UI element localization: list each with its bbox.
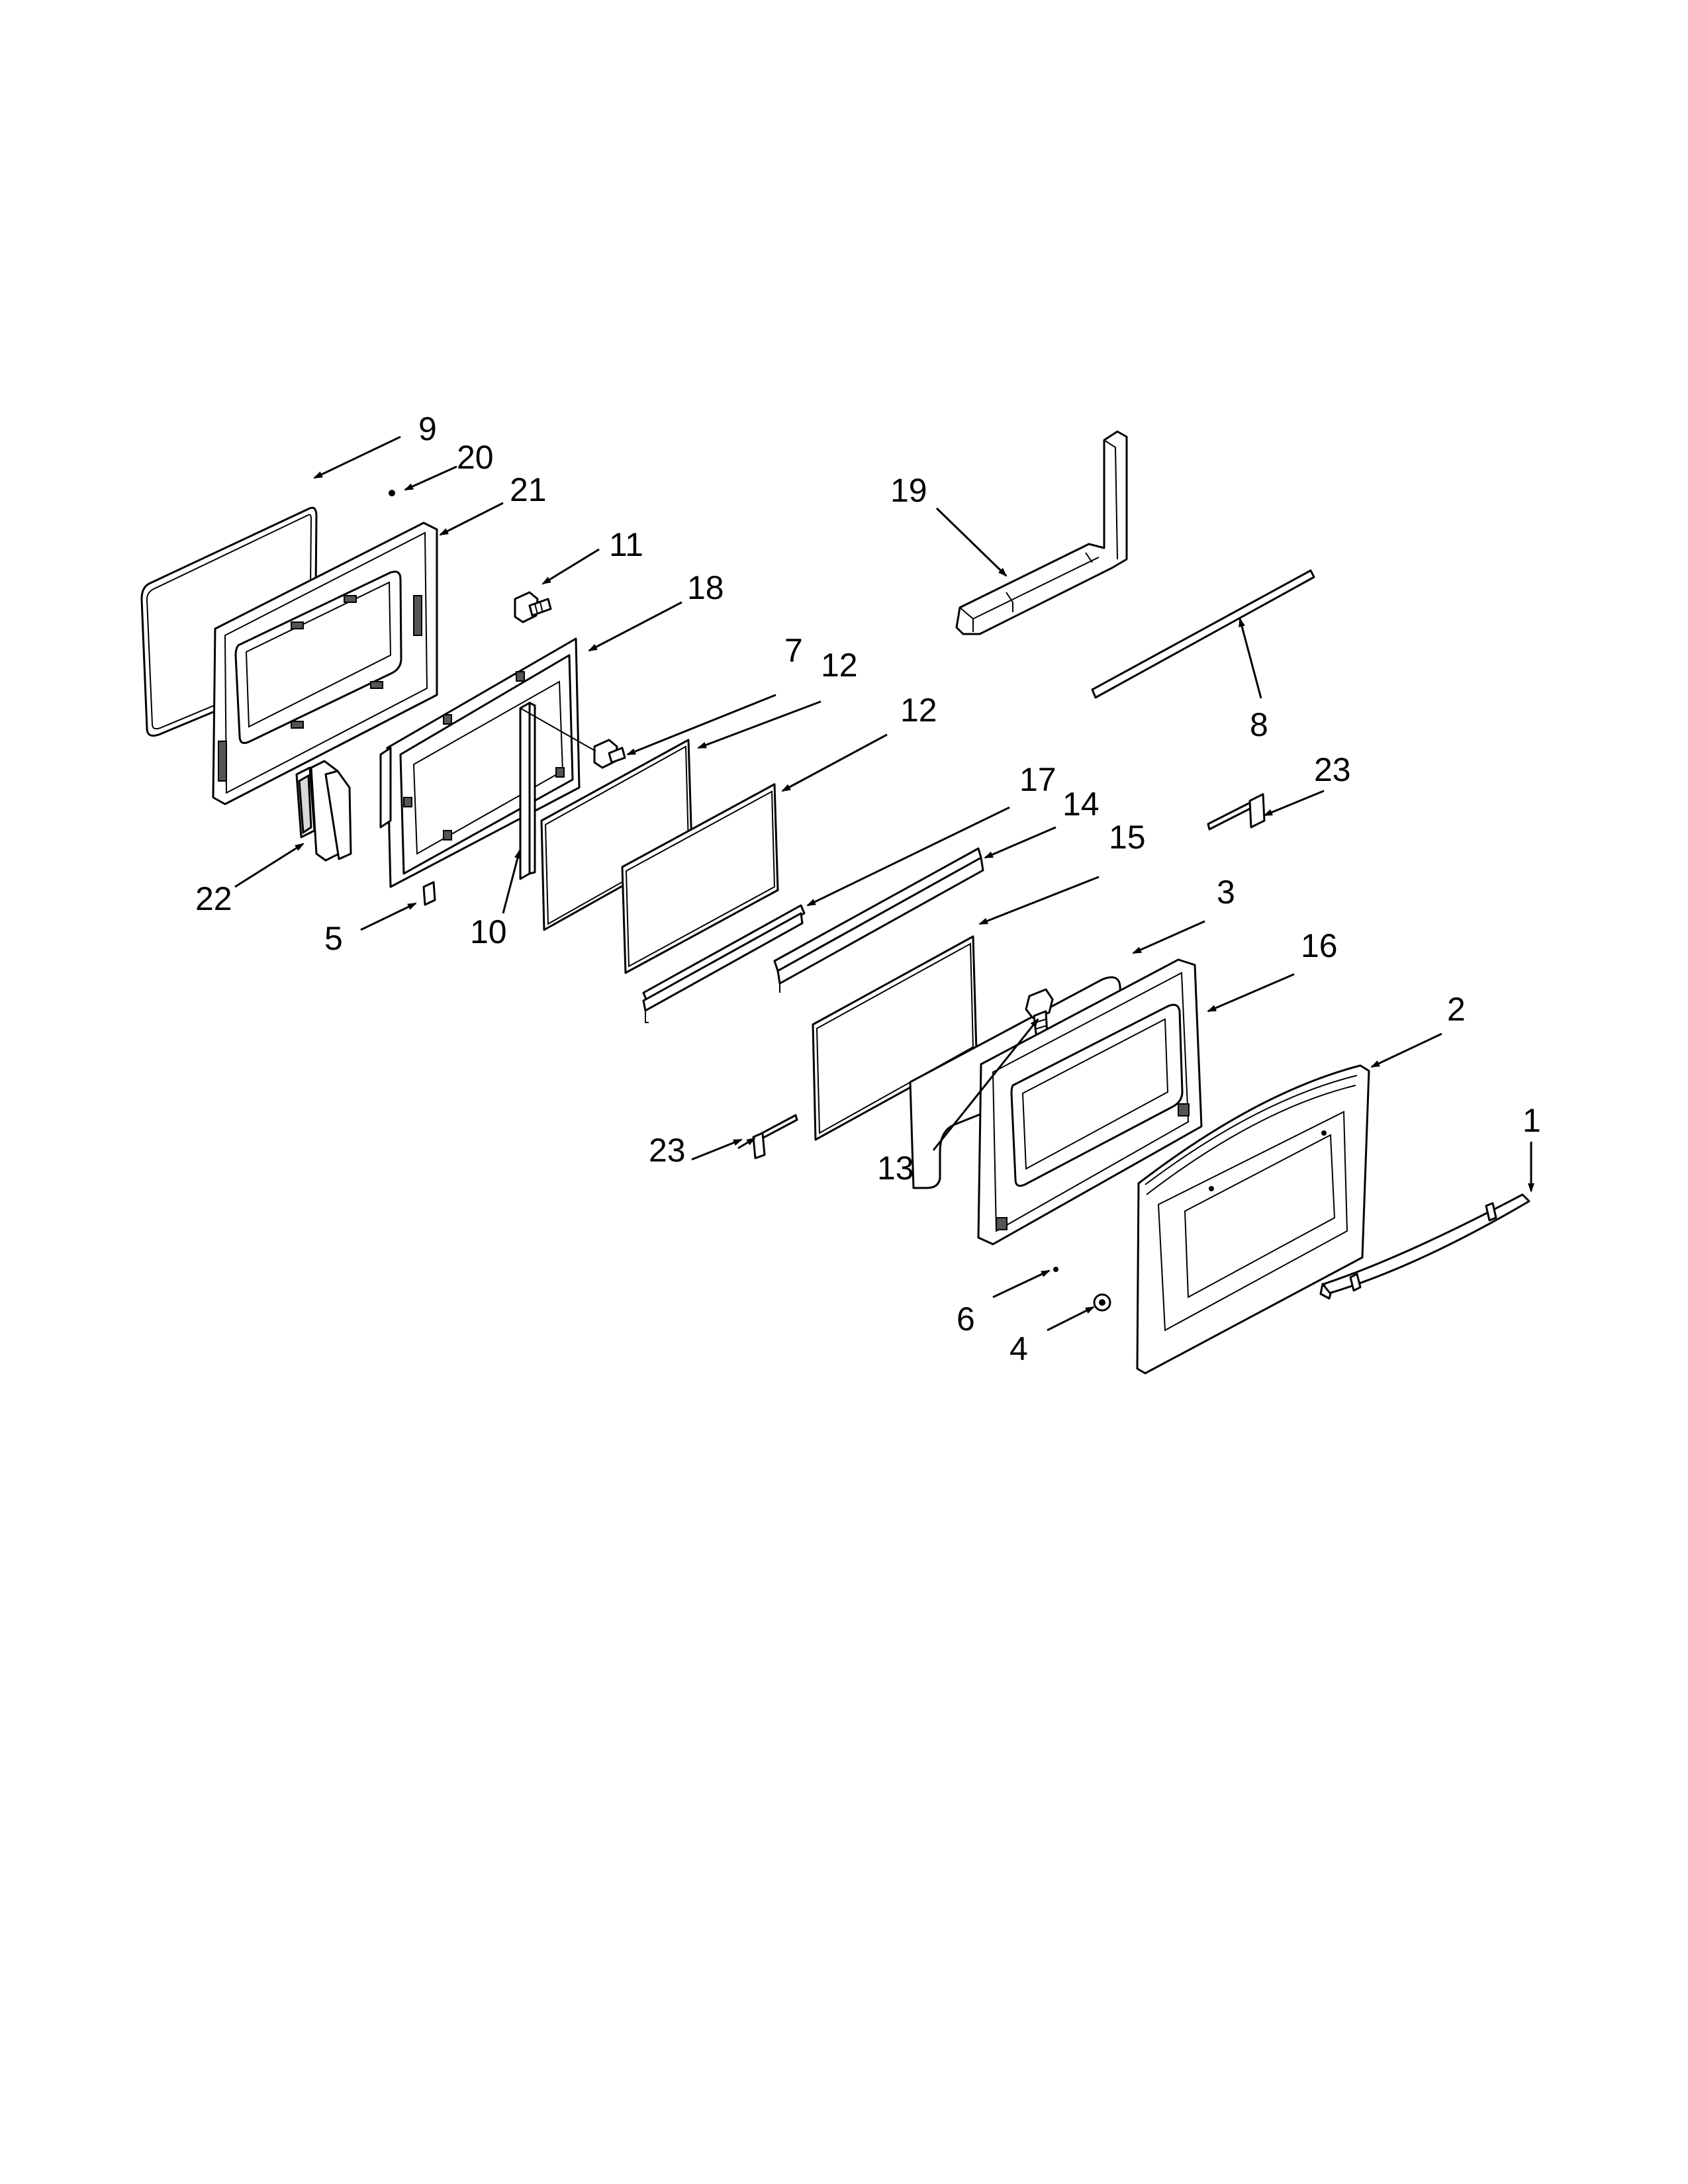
part-1-door-handle: [1319, 1193, 1530, 1300]
callout-14: 14: [1062, 786, 1100, 823]
callout-20: 20: [457, 439, 494, 476]
part-11-screw: [514, 591, 552, 623]
part-4-washer: [1093, 1293, 1111, 1312]
callout-23-lower: 23: [649, 1132, 686, 1169]
callout-7: 7: [784, 632, 803, 669]
leader-lines: [234, 435, 1534, 1332]
callout-12-upper: 12: [821, 647, 858, 684]
part-16-door-frame: [977, 958, 1203, 1246]
callout-1: 1: [1523, 1102, 1541, 1139]
callout-18: 18: [687, 569, 724, 606]
callout-17: 17: [1019, 761, 1056, 798]
part-19-vent-duct: [955, 430, 1128, 635]
callout-23-upper: 23: [1314, 751, 1351, 788]
part-20-screw: [389, 490, 395, 496]
part-22-hinge: [295, 760, 352, 862]
part-12-glass-panel-b: [621, 783, 779, 974]
callout-2: 2: [1447, 991, 1466, 1028]
callout-6: 6: [957, 1300, 975, 1338]
callout-22: 22: [195, 880, 232, 917]
part-8-seal-strip: [1091, 569, 1315, 699]
callout-3: 3: [1217, 874, 1235, 911]
part-10-door-channel: [519, 702, 596, 880]
part-23-bracket-lower: [752, 1114, 798, 1160]
callout-21: 21: [510, 471, 547, 508]
callout-10: 10: [470, 913, 507, 950]
callout-16: 16: [1301, 927, 1338, 964]
callout-19: 19: [890, 472, 927, 509]
part-2-outer-door-panel: [1136, 1064, 1370, 1375]
part-5-clip: [422, 881, 436, 906]
part-6-screw: [1053, 1267, 1058, 1272]
callout-5: 5: [324, 920, 343, 957]
callout-9: 9: [418, 410, 437, 447]
part-21-inner-door-liner: [212, 522, 438, 805]
callout-8: 8: [1250, 706, 1268, 743]
callout-15: 15: [1109, 819, 1146, 856]
part-14-glass-support: [773, 847, 984, 993]
part-23-bracket-upper: [1207, 793, 1266, 831]
part-17-glass-retainer: [642, 904, 806, 1023]
callout-12-lower: 12: [900, 692, 937, 729]
callout-4: 4: [1009, 1330, 1028, 1367]
part-7-screw: [593, 739, 626, 769]
callout-13: 13: [877, 1150, 914, 1187]
callout-11: 11: [609, 526, 643, 563]
